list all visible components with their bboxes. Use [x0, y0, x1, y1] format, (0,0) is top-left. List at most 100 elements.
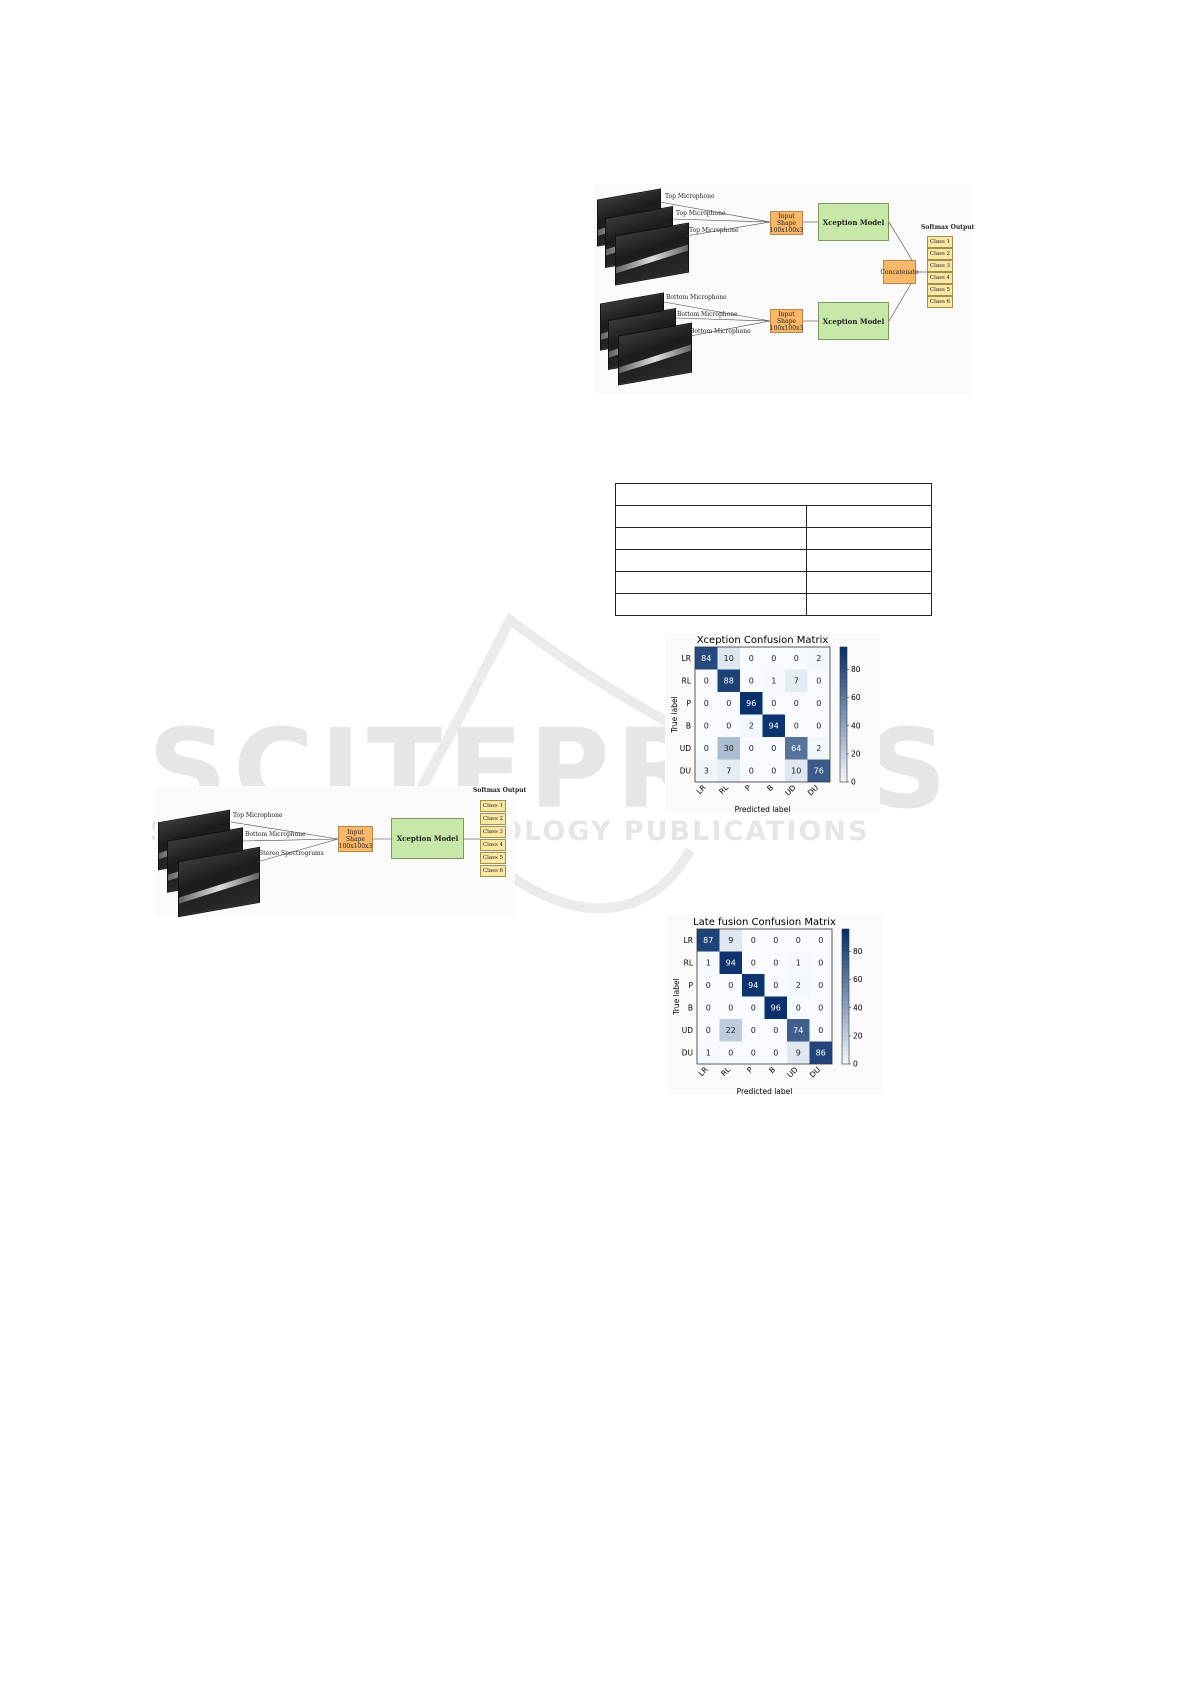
cell-value-label: 88: [724, 676, 734, 685]
concatenate-box: Concatenate: [880, 260, 919, 284]
input-shape-box: Input Shape 100x100x3: [769, 211, 804, 235]
chart-title: Xception Confusion Matrix: [697, 635, 829, 646]
colorbar-tick-label: 20: [853, 1031, 863, 1040]
cell-value-label: 0: [818, 958, 823, 967]
colorbar-segment: [840, 701, 847, 706]
colorbar-segment: [840, 741, 847, 747]
matrix-cell: [740, 759, 763, 782]
colorbar-segment: [842, 1050, 849, 1056]
colorbar-segment: [842, 956, 849, 961]
cell-value-label: 0: [816, 721, 821, 730]
matrix-cell: [695, 759, 718, 782]
spectrogram-label: Bottom Microphone: [245, 831, 306, 838]
cell-value-label: 1: [771, 676, 776, 685]
matrix-cell: [742, 1041, 765, 1064]
y-tick-label: LR: [684, 936, 693, 945]
colorbar-segment: [842, 1010, 849, 1015]
cell-value-label: 0: [704, 699, 709, 708]
colorbar-segment: [842, 933, 849, 939]
matrix-cell: [697, 974, 720, 997]
class-box: Class 2: [480, 813, 506, 825]
class-box: Class 6: [480, 865, 506, 877]
colorbar-segment: [840, 669, 847, 675]
matrix-cell: [785, 692, 808, 715]
matrix-cell: [764, 974, 787, 997]
results-table: [615, 483, 932, 616]
colorbar-segment: [840, 696, 847, 702]
colorbar-segment: [842, 1005, 849, 1011]
cell-value-label: 1: [796, 958, 801, 967]
matrix-cell: [742, 974, 765, 997]
class-box: Class 3: [480, 826, 506, 838]
class-box: Class 4: [480, 839, 506, 851]
cell-value-label: 0: [751, 1048, 756, 1057]
cell-value-label: 76: [814, 766, 824, 775]
cell-value-label: 94: [748, 981, 758, 990]
colorbar-segment: [842, 974, 849, 979]
cell-value-label: 7: [794, 676, 799, 685]
class-box: Class 2: [927, 248, 953, 260]
y-tick-label: P: [688, 981, 693, 990]
cell-value-label: 74: [793, 1026, 803, 1035]
class-box: Class 3: [927, 260, 953, 272]
cell-value-label: 0: [773, 981, 778, 990]
matrix-cell: [695, 714, 718, 737]
colorbar-segment: [842, 1037, 849, 1042]
late-fusion-architecture-figure: Top Microphone Top Microphone Top Microp…: [594, 184, 974, 394]
spectrogram-label: Top Microphone: [233, 812, 283, 819]
class-box: Class 6: [927, 296, 953, 308]
class-box: Class 1: [480, 800, 506, 812]
colorbar-tick-label: 40: [853, 1003, 863, 1012]
table-row: [615, 549, 932, 572]
class-box: Class 1: [927, 236, 953, 248]
matrix-cell: [787, 951, 810, 974]
softmax-title: Softmax Output: [473, 787, 527, 794]
cell-value-label: 96: [746, 699, 756, 708]
cell-value-label: 0: [773, 1026, 778, 1035]
matrix-frame: [696, 928, 833, 1065]
y-tick-label: DU: [682, 1048, 693, 1057]
cell-value-label: 86: [816, 1048, 826, 1057]
spectrogram-label: Top Microphone: [676, 210, 726, 217]
matrix-cell: [785, 737, 808, 760]
matrix-cell: [764, 1041, 787, 1064]
table-row: [615, 505, 932, 528]
matrix-cell: [807, 737, 830, 760]
matrix-cell: [807, 759, 830, 782]
cell-value-label: 87: [703, 936, 713, 945]
cell-value-label: 9: [728, 936, 733, 945]
cell-value-label: 9: [796, 1048, 801, 1057]
cell-value-label: 96: [771, 1003, 781, 1012]
cell-value-label: 0: [771, 744, 776, 753]
matrix-cell: [787, 1041, 810, 1064]
colorbar-segment: [842, 947, 849, 952]
spectrogram-label: Bottom Microphone: [677, 311, 738, 318]
colorbar-segment: [842, 1041, 849, 1047]
matrix-cell: [719, 996, 742, 1019]
colorbar-segment: [840, 737, 847, 742]
cell-value-label: 0: [704, 676, 709, 685]
spectrogram-label: Bottom Microphone: [666, 294, 727, 301]
cell-value-label: 0: [771, 699, 776, 708]
colorbar-segment: [842, 1059, 849, 1065]
matrix-cell: [762, 692, 785, 715]
xception-model-box: Xception Model: [818, 302, 889, 340]
matrix-cell: [695, 737, 718, 760]
colorbar-segment: [840, 746, 847, 751]
matrix-cell: [740, 714, 763, 737]
x-axis-label: Predicted label: [735, 805, 791, 813]
x-tick-label: B: [765, 783, 775, 793]
colorbar-segment: [840, 777, 847, 783]
colorbar-segment: [842, 1055, 849, 1060]
colorbar-segment: [842, 929, 849, 934]
matrix-cell: [742, 951, 765, 974]
arrows: [659, 201, 927, 337]
matrix-cell: [809, 951, 832, 974]
matrix-cell: [762, 759, 785, 782]
colorbar-segment: [840, 732, 847, 738]
cell-value-label: 0: [794, 654, 799, 663]
cell-value-label: 10: [791, 766, 801, 775]
colorbar-segment: [842, 1032, 849, 1038]
cell-value-label: 0: [818, 981, 823, 990]
